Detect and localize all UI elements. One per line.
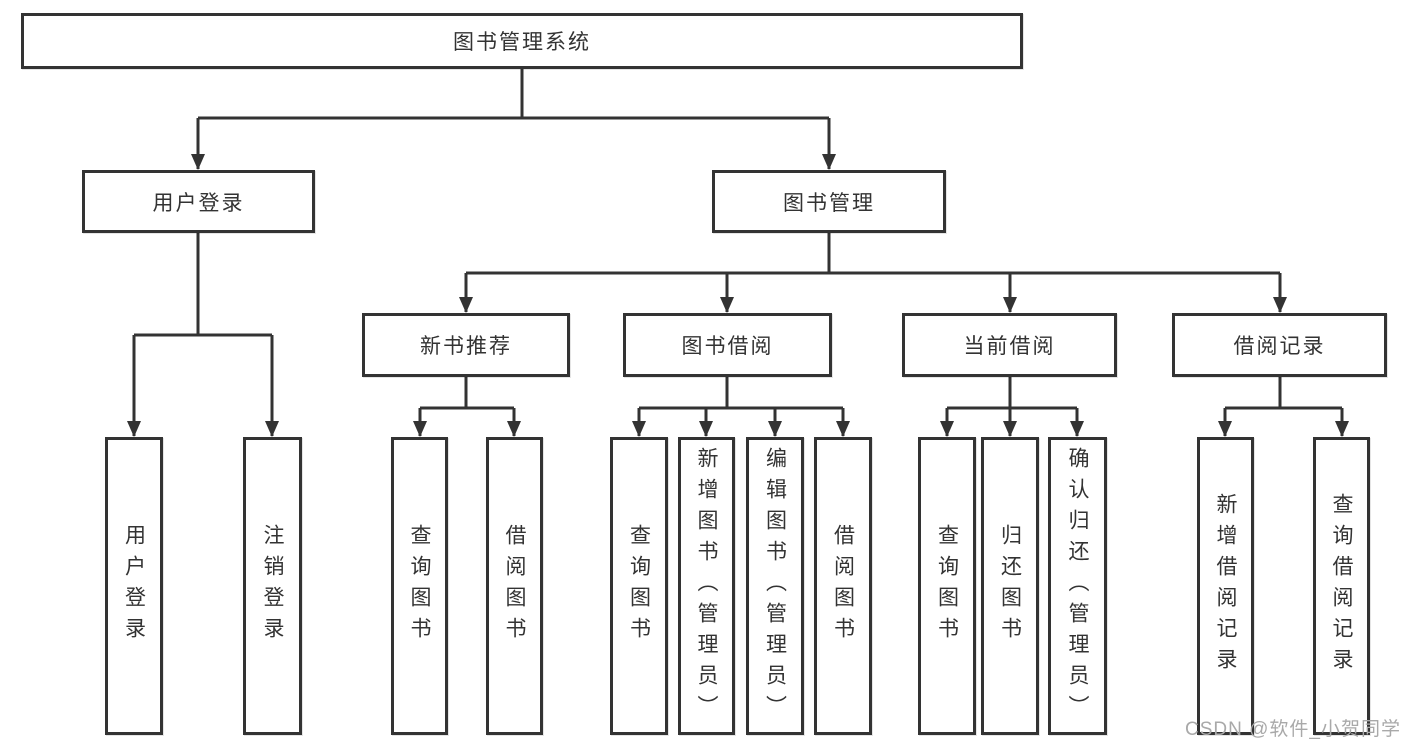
leaf-label: 用户登录 [122,524,146,648]
node-leaf-user-login: 用户登录 [105,437,163,735]
node-leaf-borrow-books-1: 借阅图书 [486,437,543,735]
node-new-book-recommend: 新书推荐 [362,313,570,377]
leaf-label: 注销登录 [261,524,284,648]
leaf-label: 查询图书 [627,524,651,648]
leaf-label: 编辑图书（管理员） [763,446,787,726]
csdn-watermark: CSDN @软件_小贺同学 [1185,719,1401,740]
node-leaf-borrow-books-2: 借阅图书 [814,437,872,735]
node-current-borrow: 当前借阅 [902,313,1117,377]
node-leaf-query-books-3: 查询图书 [918,437,976,735]
leaf-label: 查询图书 [935,524,959,648]
node-leaf-logout: 注销登录 [243,437,302,735]
node-leaf-edit-books-admin: 编辑图书（管理员） [746,437,804,735]
node-book-management: 图书管理 [712,170,946,233]
node-root-system: 图书管理系统 [21,13,1023,69]
node-borrow-records: 借阅记录 [1172,313,1387,377]
node-leaf-confirm-return-admin: 确认归还（管理员） [1048,437,1107,735]
node-leaf-add-borrow-record: 新增借阅记录 [1197,437,1254,735]
node-leaf-query-books-2: 查询图书 [610,437,668,735]
node-user-login: 用户登录 [82,170,315,233]
leaf-label: 确认归还（管理员） [1066,446,1089,726]
node-leaf-query-books-1: 查询图书 [391,437,448,735]
leaf-label: 查询图书 [408,524,431,648]
node-leaf-query-borrow-record: 查询借阅记录 [1313,437,1370,735]
leaf-label: 归还图书 [998,524,1022,648]
leaf-label: 借阅图书 [503,524,526,648]
leaf-label: 查询借阅记录 [1330,493,1353,679]
leaf-label: 借阅图书 [831,524,855,648]
node-leaf-add-books-admin: 新增图书（管理员） [678,437,735,735]
leaf-label: 新增图书（管理员） [695,446,718,726]
leaf-label: 新增借阅记录 [1214,493,1237,679]
node-book-borrow: 图书借阅 [623,313,832,377]
node-leaf-return-books: 归还图书 [981,437,1039,735]
